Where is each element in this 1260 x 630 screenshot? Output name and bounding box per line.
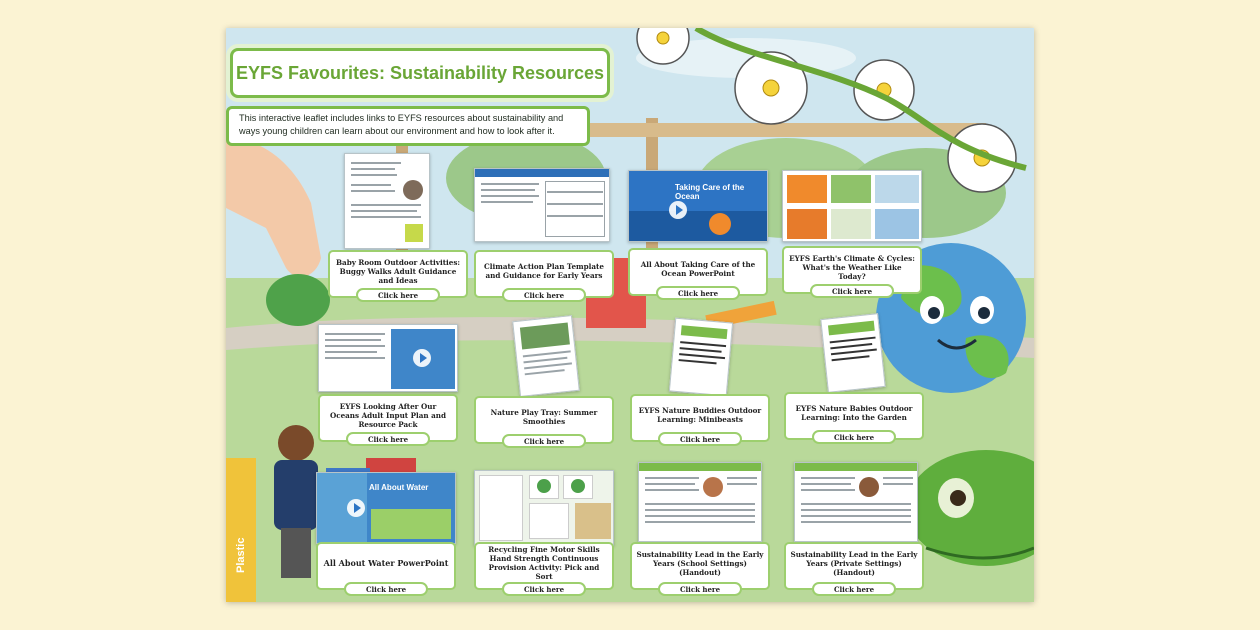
intro-text: This interactive leaflet includes links … (226, 106, 590, 146)
resource-thumbnail[interactable] (344, 153, 430, 249)
play-icon[interactable] (669, 201, 687, 219)
click-here-button-all-about-water[interactable]: Click here (344, 582, 428, 596)
resource-card-weather: EYFS Earth's Climate & Cycles: What's th… (782, 246, 922, 294)
resource-thumbnail[interactable] (474, 470, 614, 546)
resource-card-nature-play-tray: Nature Play Tray: Summer Smoothies (474, 396, 614, 444)
water-powerpoint-thumbnail[interactable]: All About Water (316, 472, 456, 544)
click-here-button-sustainability-private[interactable]: Click here (812, 582, 896, 596)
resource-thumbnail[interactable] (318, 324, 458, 392)
bin-label: Plastic (235, 538, 247, 573)
play-icon[interactable] (347, 499, 365, 517)
click-here-button-buggy-walks[interactable]: Click here (356, 288, 440, 302)
click-here-button-ocean-powerpoint[interactable]: Click here (656, 286, 740, 300)
resource-card-ocean-powerpoint: All About Taking Care of the Ocean Power… (628, 248, 768, 296)
slide-title: Taking Care of the Ocean (675, 183, 745, 201)
click-here-button-climate-action-plan[interactable]: Click here (502, 288, 586, 302)
page-title-banner: EYFS Favourites: Sustainability Resource… (230, 48, 610, 98)
resource-thumbnail[interactable] (794, 462, 918, 542)
click-here-button-nature-buddies[interactable]: Click here (658, 432, 742, 446)
ocean-powerpoint-thumbnail[interactable]: Taking Care of the Ocean (628, 170, 768, 242)
resource-card-buggy-walks: Baby Room Outdoor Activities: Buggy Walk… (328, 250, 468, 298)
resource-thumbnail[interactable] (638, 462, 762, 542)
play-icon[interactable] (413, 349, 431, 367)
click-here-button-recycling-fine-motor[interactable]: Click here (502, 582, 586, 596)
resource-thumbnail[interactable] (512, 315, 580, 397)
page-title: EYFS Favourites: Sustainability Resource… (235, 62, 605, 83)
click-here-button-nature-play-tray[interactable]: Click here (502, 434, 586, 448)
click-here-button-weather[interactable]: Click here (810, 284, 894, 298)
click-here-button-nature-babies[interactable]: Click here (812, 430, 896, 444)
resource-thumbnail[interactable] (668, 317, 734, 397)
resource-thumbnail[interactable] (782, 170, 922, 242)
resource-thumbnail[interactable] (474, 168, 610, 242)
leaflet-page: Plastic EYFS Favourites: Sustainability … (226, 28, 1034, 602)
click-here-button-sustainability-school[interactable]: Click here (658, 582, 742, 596)
click-here-button-looking-after-oceans[interactable]: Click here (346, 432, 430, 446)
slide-title: All About Water (369, 483, 429, 492)
resource-thumbnail[interactable] (820, 313, 886, 393)
